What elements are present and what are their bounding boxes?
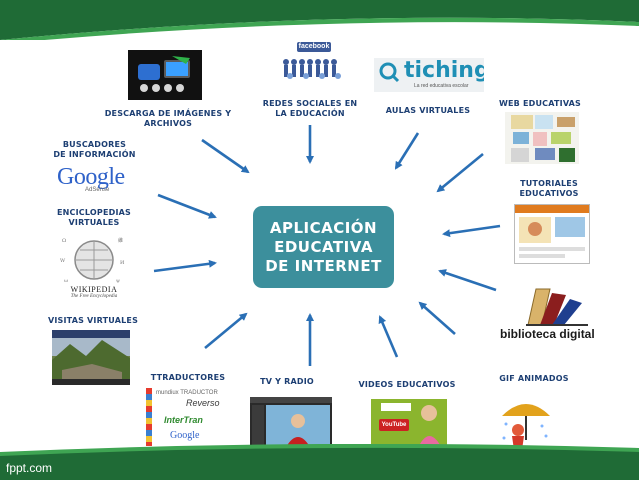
gif-image [496,392,556,452]
svg-text:維: 維 [118,237,123,244]
center-line-2: EDUCATIVA [274,237,373,256]
arrow-tutoriales [442,224,501,238]
wikipedia-logo: WIKIPEDIA [70,285,118,294]
center-line-1: APLICACIÓN [269,218,378,237]
biblioteca-logo: biblioteca digital [500,327,595,341]
google-logo: Google [57,164,125,190]
google-adsense: AdSense [85,187,110,193]
svg-text:ω: ω [64,278,68,284]
media-devices-icon [138,56,190,92]
arrow-enciclopedias [153,259,217,273]
facebook-image: facebook [280,40,342,86]
footer-text[interactable]: fppt.com [6,461,53,475]
center-line-3: DE INTERNET [265,256,382,275]
svg-text:Ω: Ω [62,238,66,244]
arrow-gif [418,301,456,335]
arrow-buscadores [157,193,217,219]
visitas-image [52,330,130,385]
top-band [0,0,639,40]
reverso-header: mundiux TRADUCTOR [156,390,218,396]
descarga-image [128,50,202,100]
tiching-tagline: La red educativa escolar [414,83,469,89]
digital-word: digital [559,327,595,341]
google-small-logo: Google [170,430,200,441]
arrow-visitas [204,312,248,350]
youtube-logo: YouTube [379,419,409,431]
tiching-logo: tiching [404,58,484,83]
landscape-photo-icon [52,330,130,385]
umbrella-cartoon-icon [502,404,550,450]
svg-text:ψ: ψ [116,278,120,284]
svg-text:И: И [120,260,125,266]
tiching-image: tiching La red educativa escolar [374,58,484,92]
center-title: APLICACIÓN EDUCATIVA DE INTERNET [265,219,382,276]
video-caption-box [381,403,411,411]
intertran-logo: InterTran [164,415,203,425]
label-visitas: VISITAS VIRTUALES [47,316,139,325]
arrow-biblioteca [438,269,497,292]
web-educativas-image [505,112,579,164]
svg-text:W: W [60,258,66,264]
label-tv: TV Y RADIO [260,377,314,386]
google-image: Google AdSense [55,163,133,195]
people-network-icon [283,59,341,79]
bottom-band [0,444,639,480]
arrow-aulas [394,132,420,170]
label-traductores: TTRADUCTORES [150,373,226,382]
arrow-web [436,152,484,193]
arrow-videos [378,315,399,358]
label-aulas: AULAS VIRTUALES [385,106,471,115]
tiching-mark-icon [379,62,400,83]
wikipedia-globe-icon: Ω 維 W Иω ψ [60,237,125,284]
tutorial-screen-icon [515,205,589,258]
arrow-descarga [201,138,250,174]
biblioteca-word: biblioteca [500,327,557,341]
traductores-image: mundiux TRADUCTOR Reverso InterTran Goog… [146,386,226,448]
tutoriales-image [514,204,590,264]
biblioteca-image: biblioteca digital [498,285,608,345]
center-box: APLICACIÓN EDUCATIVA DE INTERNET [253,206,394,288]
reverso-logo: Reverso [186,398,220,408]
label-gif: GIF ANIMADOS [499,374,569,383]
facebook-logo: facebook [297,42,331,52]
wikipedia-subtitle: The Free Encyclopedia [70,294,118,299]
books-icon [526,288,588,326]
label-videos: VIDEOS EDUCATIVOS [358,380,456,389]
flags-strip [146,388,152,446]
web-collage-icon [511,115,575,162]
label-web: WEB EDUCATIVAS [498,99,582,108]
